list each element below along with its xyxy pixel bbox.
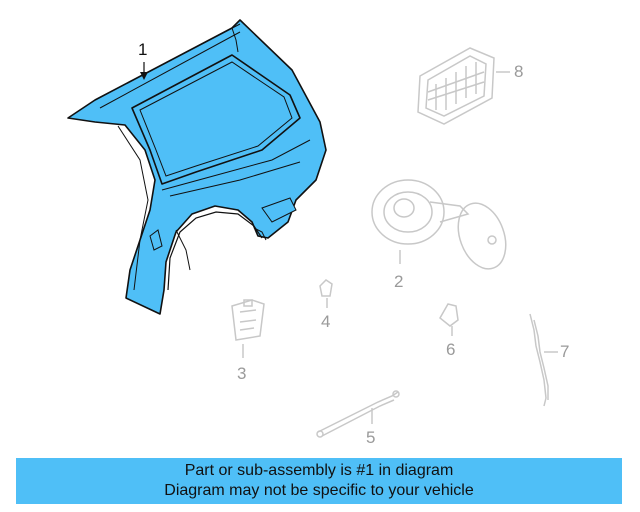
callout-2: 2: [394, 272, 404, 291]
clip-part-4[interactable]: [319, 279, 333, 297]
bracket-part-3[interactable]: [231, 299, 265, 341]
callout-5: 5: [366, 428, 376, 447]
callout-6: 6: [446, 340, 456, 359]
callout-1: 1: [138, 40, 148, 59]
info-banner: Part or sub-assembly is #1 in diagram Di…: [16, 458, 622, 504]
callout-4: 4: [321, 312, 331, 331]
callout-8: 8: [514, 62, 524, 81]
rod-part-5[interactable]: [316, 390, 400, 438]
vent-part-8[interactable]: [417, 47, 495, 125]
banner-line-2: Diagram may not be specific to your vehi…: [164, 482, 474, 499]
weatherstrip-part-7[interactable]: [529, 313, 549, 407]
arrow-icon: [140, 72, 148, 80]
quarter-panel-part-1[interactable]: [67, 19, 327, 315]
banner-line-1: Part or sub-assembly is #1 in diagram: [184, 462, 454, 479]
callout-3: 3: [237, 364, 247, 383]
fuel-door-part-2[interactable]: [371, 179, 514, 275]
callout-7: 7: [560, 342, 570, 361]
clip-part-6[interactable]: [439, 303, 459, 327]
parts-diagram: [67, 19, 558, 438]
